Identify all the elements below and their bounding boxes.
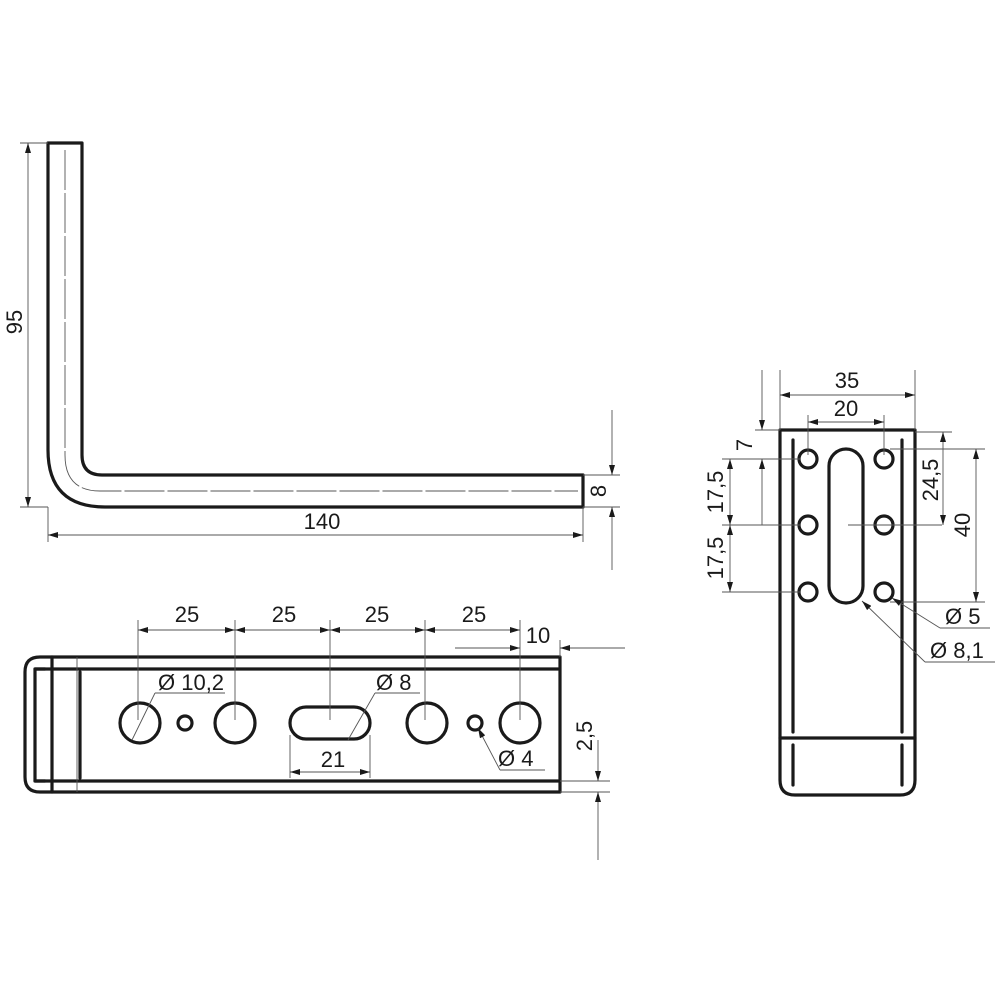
- hole-dia-label: Ø 5: [945, 604, 980, 629]
- slot-length-label: 21: [321, 747, 345, 772]
- small-hole-dia-label: Ø 4: [498, 746, 533, 771]
- spacing-label: 25: [365, 602, 389, 627]
- mount-hole: [873, 581, 895, 603]
- slot-length-label: 40: [950, 513, 975, 537]
- large-hole-dia-label: Ø 10,2: [158, 670, 224, 695]
- spacing-label: 25: [272, 602, 296, 627]
- width-label: 35: [835, 368, 859, 393]
- length-label: 140: [304, 509, 341, 534]
- small-hole: [466, 714, 484, 732]
- hole-spacing-label: 20: [834, 396, 858, 421]
- height-label: 95: [2, 310, 27, 334]
- vertical-slot: [827, 447, 865, 605]
- edge-offset-label: 10: [526, 623, 550, 648]
- rib-offset-label: 2,5: [572, 721, 597, 752]
- l-bracket-profile: [46, 141, 585, 509]
- front-view: 25 25 25 25 10 Ø 10,2 Ø 8 21 Ø 4 2,5: [23, 602, 625, 860]
- large-hole: [405, 701, 449, 745]
- slot-offset-label: 24,5: [918, 459, 943, 502]
- spacing-label: 25: [175, 602, 199, 627]
- end-view: 35 20 7 17,5 17,5 24,5 40 Ø 5 Ø 8,1: [703, 368, 995, 797]
- slot-dia-label: Ø 8,1: [930, 638, 984, 663]
- large-hole: [118, 701, 162, 745]
- thickness-label: 8: [586, 485, 611, 497]
- spacing-label: 25: [462, 602, 486, 627]
- mount-hole: [797, 581, 819, 603]
- front-outline: [23, 655, 562, 794]
- top-offset-label: 7: [732, 439, 757, 451]
- side-view: 95 140 8: [2, 141, 620, 570]
- slot-dia-label: Ø 8: [376, 670, 411, 695]
- end-outline: [778, 428, 917, 797]
- row-spacing-label: 17,5: [703, 471, 728, 514]
- center-line: [64, 150, 578, 492]
- small-hole: [176, 714, 194, 732]
- row-spacing-label: 17,5: [703, 537, 728, 580]
- mount-hole: [797, 514, 819, 536]
